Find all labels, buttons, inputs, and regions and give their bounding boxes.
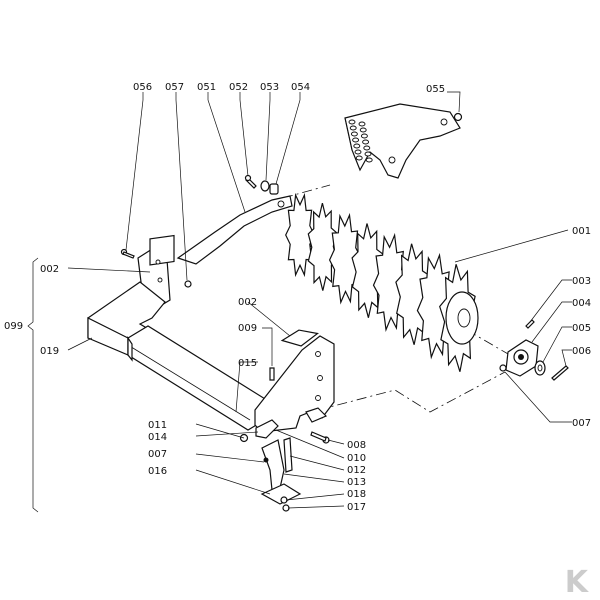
part-005-washer [534,360,546,376]
part-015-crossbar [127,325,271,431]
part-010-bracket [255,419,279,439]
scraper-tooth-slot [359,127,367,133]
part-006-pin [551,365,569,381]
label-018: 018 [347,489,366,500]
label-015: 015 [238,358,257,369]
scraper-tooth-slot [362,139,370,145]
label-011: 011 [148,420,167,431]
label-054: 054 [291,82,310,93]
label-002-upper: 002 [40,264,59,275]
label-003: 003 [572,276,591,287]
part-009-bolt [269,367,275,381]
part-016-base-plate [260,483,302,505]
scraper-tooth-slot [349,125,357,131]
label-001: 001 [572,226,591,237]
part-054-bushing [269,183,279,195]
scraper-tooth-slot [352,137,360,143]
label-051: 051 [197,82,216,93]
leader-lines [27,91,572,513]
scraper-tooth-slot [363,145,371,151]
roller-axle-end [457,308,471,328]
part-052-bolt [244,174,257,189]
scraper-tooth-slot [365,157,373,163]
part-007-nut-right [499,364,507,372]
label-010: 010 [347,453,366,464]
part-012-threaded-rod [283,437,293,473]
label-055: 055 [426,84,445,95]
label-006: 006 [572,346,591,357]
label-002-lower: 002 [238,297,257,308]
label-016: 016 [148,466,167,477]
label-007-right: 007 [572,418,591,429]
scraper-tooth-slot [364,151,372,157]
part-004-bearing [505,339,539,377]
roller-disc [307,202,338,291]
part-001-roller [285,192,479,372]
brand-logo-letter: K [565,565,590,600]
label-007-left: 007 [148,449,167,460]
scraper-tooth-slot [355,155,363,161]
part-002-left-plate [137,234,175,313]
label-019: 019 [40,346,59,357]
label-099: 099 [4,321,23,332]
label-056: 056 [133,82,152,93]
roller-disc [285,192,315,278]
label-005: 005 [572,323,591,334]
scraper-tooth-slot [360,133,368,139]
label-052: 052 [229,82,248,93]
scraper-tooth-slot [348,119,356,125]
label-012: 012 [347,465,366,476]
label-057: 057 [165,82,184,93]
label-014: 014 [148,432,167,443]
label-008: 008 [347,440,366,451]
scraper-tooth-slot [354,149,362,155]
scraper-tooth-slot [358,121,366,127]
label-004: 004 [572,298,591,309]
part-056-bolt [120,248,135,259]
scraper-teeth [348,119,373,163]
part-002-right-plate [254,329,335,433]
part-013-arm [261,439,285,491]
scraper-tooth-slot [353,143,361,149]
label-009: 009 [238,323,257,334]
part-057-nut [184,280,192,288]
part-053-washer [260,180,270,192]
part-051-link-bar [176,195,293,265]
part-003-bolt [525,319,535,329]
part-labels: 056 057 051 052 053 054 055 002 099 019 … [4,82,591,513]
label-053: 053 [260,82,279,93]
scraper-tooth-slot [350,131,358,137]
brand-logo-icon: K [565,565,590,600]
reference-lines [282,184,516,413]
roller-disc [328,212,362,305]
part-008-bolt [310,431,330,444]
part-055-scraper [344,103,463,179]
label-013: 013 [347,477,366,488]
label-017: 017 [347,502,366,513]
